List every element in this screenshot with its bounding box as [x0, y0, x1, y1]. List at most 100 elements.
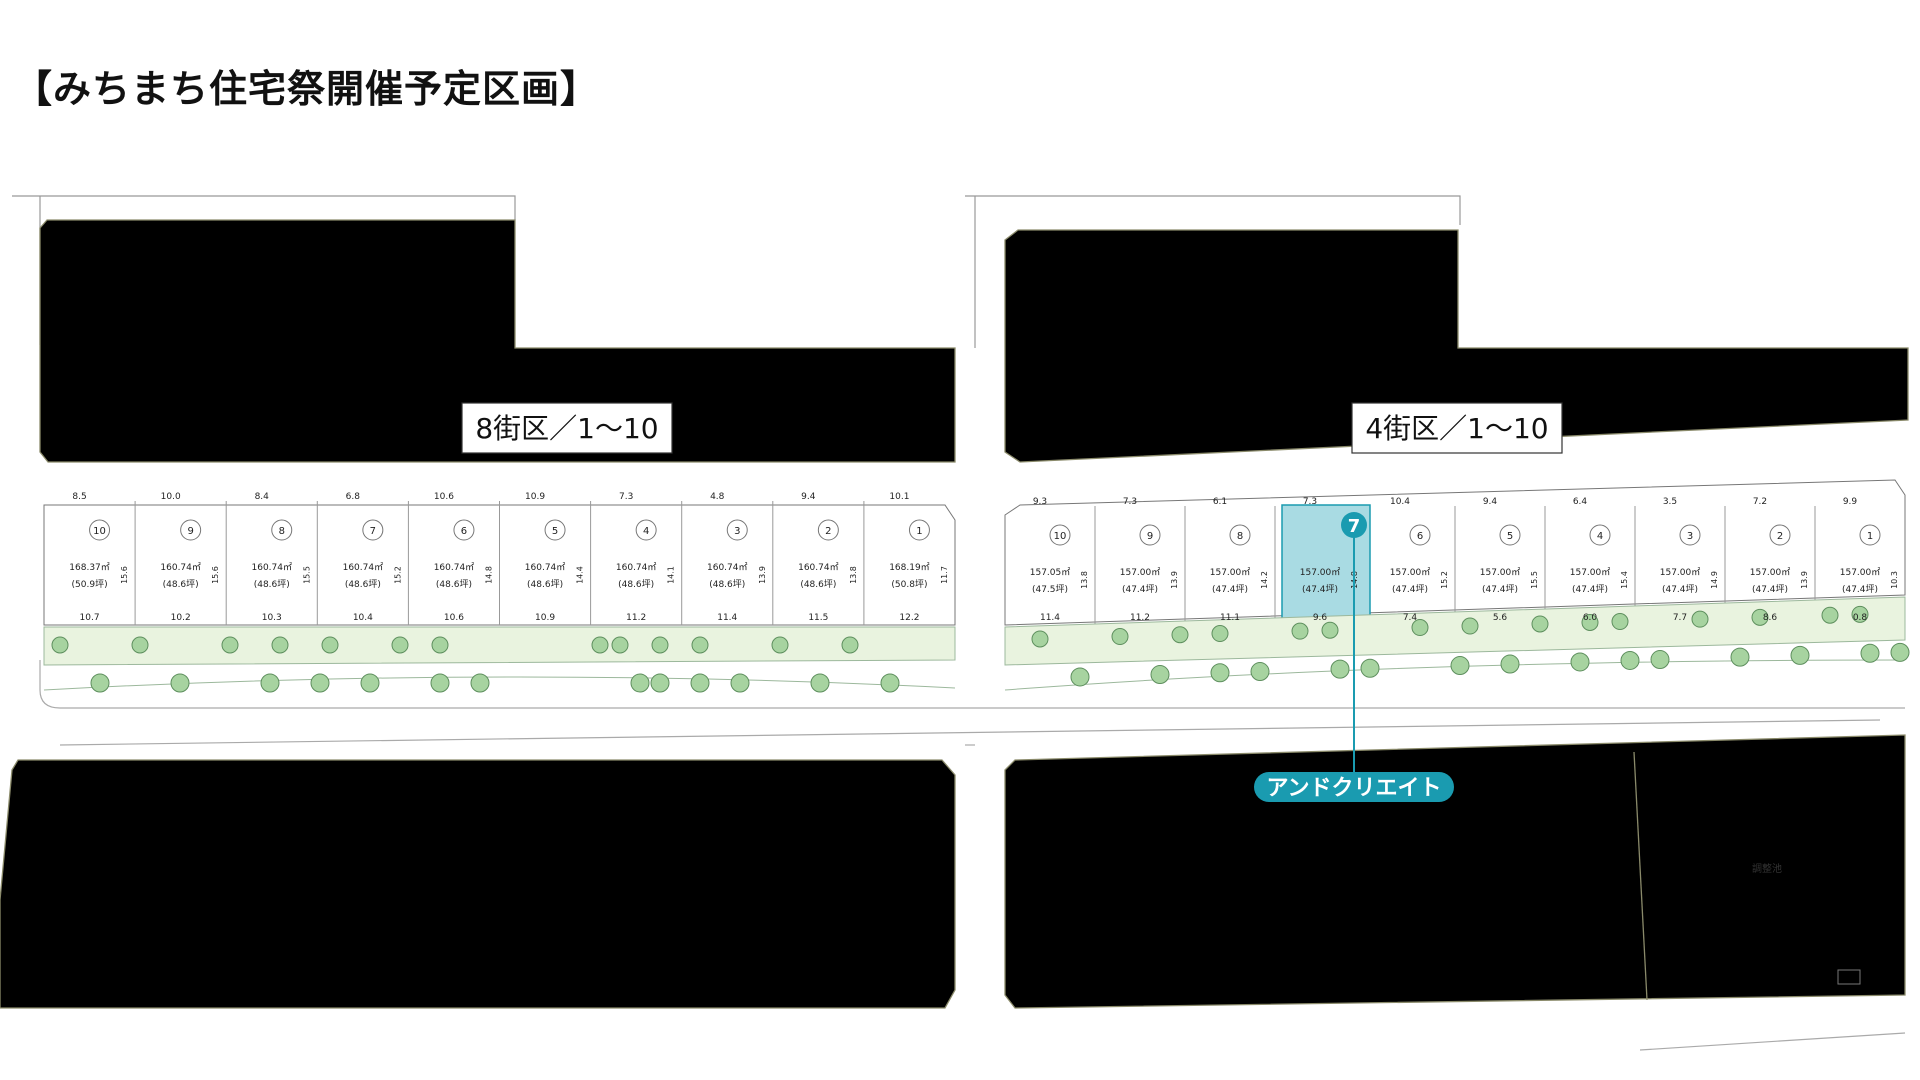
lot-number-circle [271, 519, 293, 541]
lot-number: 1 [1867, 531, 1873, 542]
lot-top-dimension: 10.1 [889, 492, 909, 502]
tree-icon [1500, 654, 1520, 674]
tree-icon [1291, 622, 1309, 640]
lot-number: 10 [93, 526, 106, 537]
tree-icon [1210, 663, 1230, 683]
lot-top-dimension: 6.1 [1213, 497, 1227, 507]
lot-number: 10 [1054, 531, 1067, 542]
lot-bottom-dimension: 11.5 [808, 613, 828, 623]
lot-top-dimension: 8.4 [255, 492, 270, 502]
lot-number-circle [1589, 524, 1611, 546]
lot-tsubo: (47.4坪) [1392, 584, 1428, 595]
lot-side-dimension: 15.2 [393, 566, 402, 584]
lot-bottom-dimension: 7.7 [1673, 613, 1687, 623]
lot-top-dimension: 9.4 [801, 492, 816, 502]
tree-icon [470, 673, 490, 693]
lot-bottom-dimension: 8.6 [1763, 613, 1778, 623]
tree-icon [1171, 626, 1189, 644]
tree-icon [1570, 652, 1590, 672]
tree-icon [1070, 667, 1090, 687]
lot-number-circle [726, 519, 748, 541]
lot-bottom-dimension: 10.4 [353, 613, 373, 623]
tree-icon [1650, 650, 1670, 670]
tree-icon [1321, 621, 1339, 639]
lot-top-dimension: 10.0 [161, 492, 181, 502]
lot-number-circle [817, 519, 839, 541]
lot-area: 157.00㎡ [1390, 567, 1431, 578]
lot-top-dimension: 7.3 [1303, 497, 1317, 507]
tree-icon [1150, 665, 1170, 685]
lot-area: 160.74㎡ [434, 562, 475, 573]
tree-icon [51, 636, 69, 654]
svg-text:8街区／1〜10: 8街区／1〜10 [475, 412, 658, 445]
lot-bottom-dimension: 6.0 [1583, 613, 1598, 623]
tree-icon [1890, 642, 1910, 662]
lot-side-dimension: 11.7 [940, 566, 949, 584]
lot-tsubo: (48.6坪) [436, 579, 472, 590]
lot-number-circle [1229, 524, 1251, 546]
parcel-upper-left [39, 219, 956, 463]
block-label-8: 8街区／1〜10 [461, 402, 673, 454]
lot-area: 160.74㎡ [525, 562, 566, 573]
lot-tsubo: (47.4坪) [1482, 584, 1518, 595]
svg-text:4街区／1〜10: 4街区／1〜10 [1365, 412, 1548, 445]
lot-bottom-dimension: 10.2 [171, 613, 191, 623]
tree-icon [611, 636, 629, 654]
tree-icon [630, 673, 650, 693]
lot-top-dimension: 10.9 [525, 492, 545, 502]
lot-tsubo: (47.4坪) [1302, 584, 1338, 595]
tree-icon [431, 636, 449, 654]
lot-number: 2 [825, 526, 831, 537]
lot-number: 7 [370, 526, 376, 537]
lot-bottom-dimension: 0.8 [1853, 613, 1868, 623]
tree-icon [391, 636, 409, 654]
lot-top-dimension: 10.4 [1390, 497, 1410, 507]
lot-area: 168.19㎡ [889, 562, 930, 573]
parcel-upper-right [1004, 229, 1909, 463]
lot-tsubo: (48.6坪) [163, 579, 199, 590]
lot-number: 3 [1687, 531, 1693, 542]
lot-side-dimension: 14.4 [576, 566, 585, 584]
lot-top-dimension: 8.5 [72, 492, 86, 502]
tree-icon [1031, 630, 1049, 648]
lot-number-circle [362, 519, 384, 541]
lot-tsubo: (48.6坪) [709, 579, 745, 590]
callout-and-create[interactable]: 7 アンドクリエイト [1254, 512, 1454, 802]
tree-icon [310, 673, 330, 693]
lot-top-dimension: 7.3 [619, 492, 633, 502]
lot-tsubo: (48.6坪) [800, 579, 836, 590]
callout-lot-marker [1341, 512, 1367, 538]
tree-icon [1360, 658, 1380, 678]
lot-number-circle [1139, 524, 1161, 546]
lot-side-dimension: 13.8 [1080, 571, 1089, 589]
callout-company-name: アンドクリエイト [1266, 776, 1441, 801]
lot-area: 160.74㎡ [707, 562, 748, 573]
tree-icon [651, 636, 669, 654]
lot-number: 8 [1237, 531, 1243, 542]
tree-icon [1790, 645, 1810, 665]
lot-dividers-left [134, 501, 865, 625]
lot-side-dimension: 10.3 [1890, 571, 1899, 589]
lot-number: 5 [1507, 531, 1513, 542]
lot-number-circle [908, 519, 930, 541]
